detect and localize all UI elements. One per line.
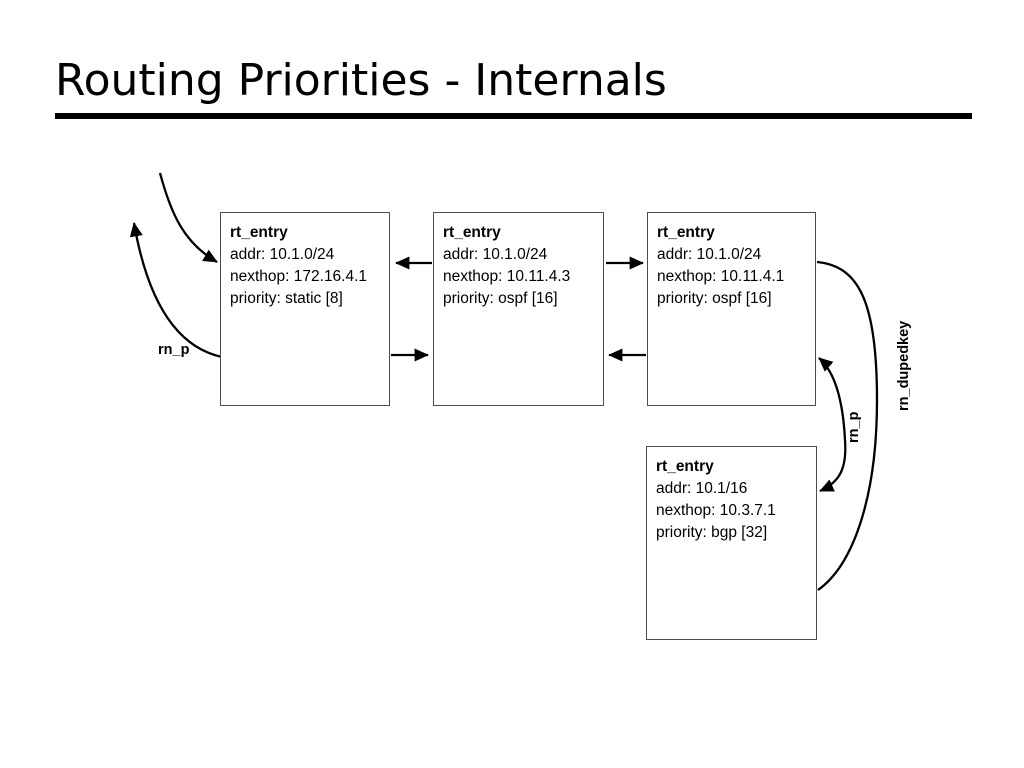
edge-rt3-rn-p-to-rt4 [819,439,847,493]
edge-incoming-parent-to-rt1 [158,172,218,263]
node-header: rt_entry [657,224,715,241]
edge-rt4-rn-p-to-rt3 [818,357,847,441]
node-rt-entry-3[interactable]: rt_entry addr: 10.1.0/24 nexthop: 10.11.… [647,212,816,406]
title-block: Routing Priorities - Internals [55,52,975,110]
node-nexthop: nexthop: 10.11.4.3 [443,268,571,285]
edge-rn-dupedkey [816,260,879,591]
edge-label-right-rn-p: rn_p [846,411,862,443]
node-header: rt_entry [230,224,288,241]
node-priority: priority: ospf [16] [657,290,772,307]
node-header: rt_entry [656,458,714,475]
node-rt-entry-2[interactable]: rt_entry addr: 10.1.0/24 nexthop: 10.11.… [433,212,604,406]
node-priority: priority: bgp [32] [656,524,768,541]
node-addr: addr: 10.1.0/24 [230,246,335,263]
node-nexthop: nexthop: 172.16.4.1 [230,268,368,285]
edge-rt1-rn-p-up [129,222,223,359]
node-priority: priority: static [8] [230,290,343,307]
node-addr: addr: 10.1.0/24 [443,246,548,263]
node-rt-entry-1[interactable]: rt_entry addr: 10.1.0/24 nexthop: 172.16… [220,212,390,406]
node-header: rt_entry [443,224,501,241]
node-nexthop: nexthop: 10.11.4.1 [657,268,785,285]
edge-label-rn-dupedkey: rn_dupedkey [896,320,912,411]
node-rt-entry-4[interactable]: rt_entry addr: 10.1/16 nexthop: 10.3.7.1… [646,446,817,640]
node-addr: addr: 10.1/16 [656,480,748,497]
edge-label-left-rn-p: rn_p [158,342,190,358]
page-title: Routing Priorities - Internals [55,55,667,106]
node-priority: priority: ospf [16] [443,290,558,307]
node-addr: addr: 10.1.0/24 [657,246,762,263]
title-underline-rule [55,113,972,119]
node-nexthop: nexthop: 10.3.7.1 [656,502,776,519]
